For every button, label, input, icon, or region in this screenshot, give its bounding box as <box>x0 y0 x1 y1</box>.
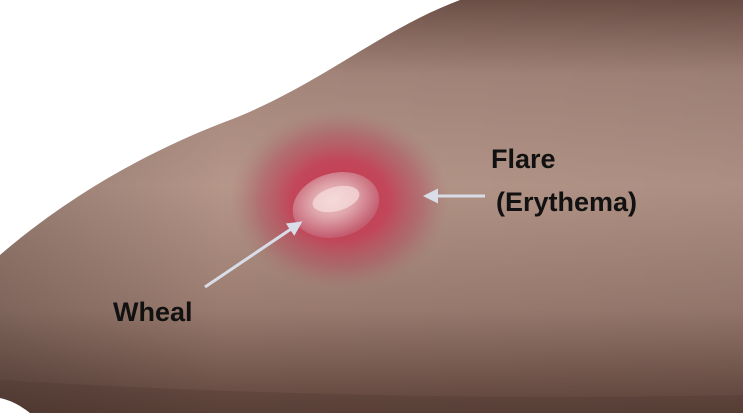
erythema-label: (Erythema) <box>496 186 637 218</box>
wheal-label: Wheal <box>113 296 193 328</box>
flare-label: Flare <box>491 143 556 175</box>
